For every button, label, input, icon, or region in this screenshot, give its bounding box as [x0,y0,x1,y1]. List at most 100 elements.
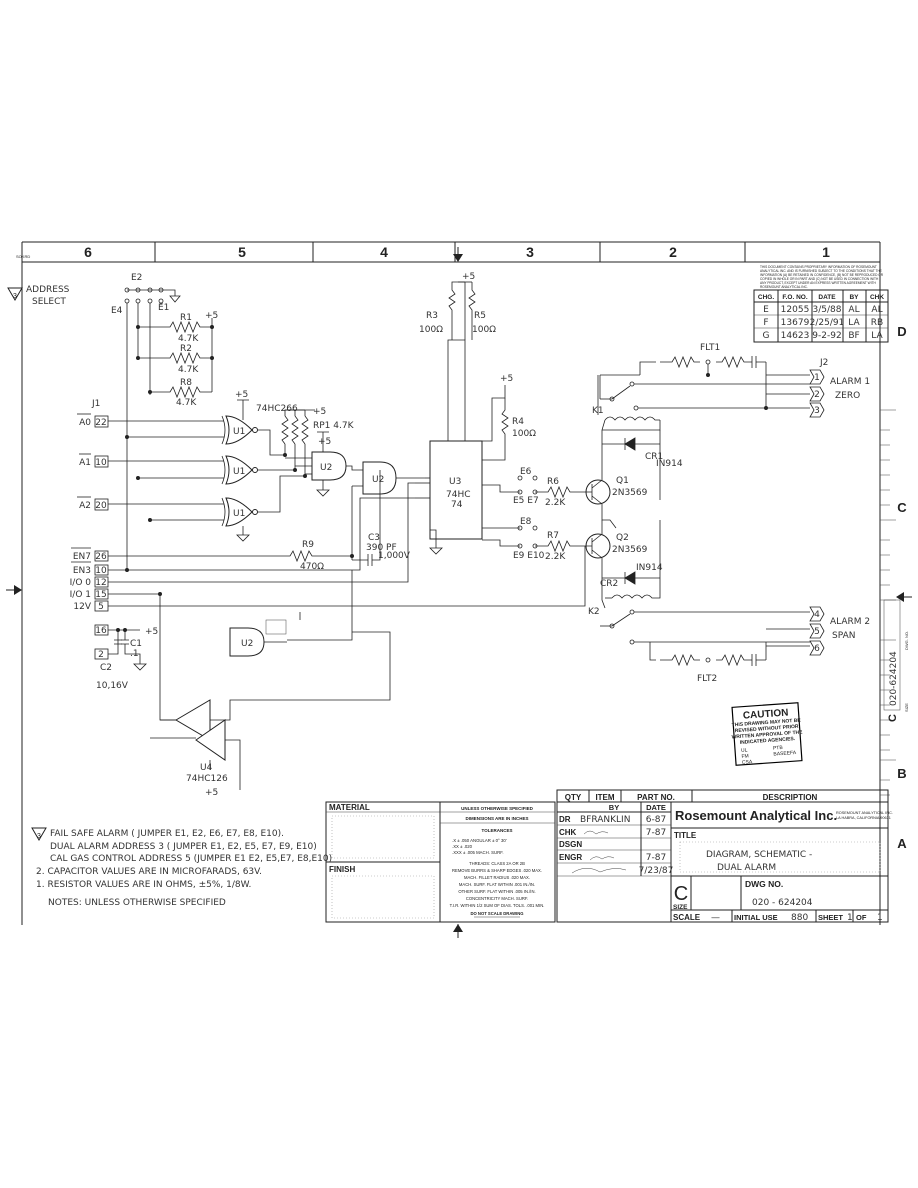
jumper-label: E2 [131,273,142,283]
j1-pin: 12 [95,578,106,588]
j1-label: J1 [91,399,100,409]
tolerance-line: .X ± .050 ANGULAR ± 0° 30' [452,838,507,843]
u3-body [429,440,483,540]
notice-line: INFORMATION (A) BE RETAINED IN CONFIDENC… [760,273,884,277]
scale-label: SCALE [673,913,701,922]
note-item: 1. RESISTOR VALUES ARE IN OHMS, ±5%, 1/8… [36,880,251,890]
j1-signal: A2 [79,501,91,511]
rp1-and-u2: +5 RP1 4.7K +5 U2 U2 [258,407,425,560]
side-dwg-number: 020-624204 C SIZE DWG. NO. [883,599,909,722]
zone-6: 6 [84,244,92,260]
supply-label: +5 [205,788,218,798]
notice-line: COPIED IN WHOLE OR IN PART AND (C) NOT B… [760,277,879,281]
drawing-title: DUAL ALARM [717,863,776,873]
notes-block: 3 FAIL SAFE ALARM ( JUMPER E1, E2, E6, E… [31,827,332,908]
rev-cell: BF [848,331,859,341]
arrow-up-icon [453,924,463,932]
spec-line: MACH. FILLET RADIUS .020 MAX. [464,875,530,880]
resistor-value: 470Ω [300,562,324,572]
capacitor-ref: C2 [100,663,112,673]
alarm1-label: ALARM 1 [830,377,870,387]
signature-icon [589,856,615,861]
j1-pin: 20 [95,501,107,511]
of-label: OF [856,913,867,922]
side-size: C [887,714,899,722]
rev-header: F.O. NO. [782,294,807,301]
rev-cell: 9-2-92 [812,331,841,341]
spec-line: DO NOT SCALE DRAWING [470,911,523,916]
alarm2-label: ALARM 2 [830,617,870,627]
j1-pin: 10 [95,566,107,576]
arrow-right-icon [14,585,22,595]
zone-4: 4 [380,244,388,260]
resistor-value: 2.2K [545,498,566,508]
note-item: CAL GAS CONTROL ADDRESS 5 (JUMPER E1 E2,… [50,854,332,864]
j2-pin: 5 [814,627,820,637]
side-dwg: 020-624204 [889,651,899,706]
resistor-ref: R3 [426,311,438,321]
revision-table: CHG. F.O. NO. DATE BY CHK E 12055 3/5/88… [753,289,889,343]
date-header: DATE [646,803,666,812]
relay-label: K1 [592,406,604,416]
u3-flipflop: U3 74HC 74 +5 R3 100Ω R5 100Ω +5 R4 100Ω [415,272,536,555]
j1-pin: 15 [95,590,106,600]
note-3-delta-icon [31,827,47,841]
proprietary-notice: THIS DOCUMENT CONTAINS PROPRIETARY INFOR… [760,265,884,289]
spec-line: THREADS: CLASS 2A OR 2B [469,861,525,866]
relay-k1: K1 CR1 IN914 [592,374,810,500]
capacitor-voltage: 1,000V [378,551,411,561]
u4-label: U4 [200,763,213,773]
capacitor-ref: C1 [130,639,142,649]
supply-label: +5 [235,390,248,400]
by-header: BY [609,803,619,812]
company-sub: LA HABRA, CALIFORNIA 90631 [836,816,891,820]
resistor-value: 4.7K [178,334,199,344]
resistor-ref: R5 [474,311,486,321]
rev-cell: F [763,318,768,328]
side-size-label: SIZE [904,703,909,712]
transistor-type: 2N3569 [612,488,648,498]
supply-label: +5 [145,627,158,637]
size-value: C [674,883,688,905]
rev-cell: LA [871,331,883,341]
jumper-label: E8 [520,517,532,527]
scale-value: — [711,913,720,923]
rev-cell: LA [848,318,860,328]
resistor-ref: R8 [180,378,192,388]
j2-label: J2 [819,358,828,368]
diode-ref: CR1 [645,452,663,462]
caution-line: WRITTEN APPROVAL OF THE [731,729,803,740]
filter-label: FLT2 [697,674,717,684]
tolerance-line: .XXX ± .005 MACH. SURF. [452,850,504,855]
transistor-type: 2N3569 [612,545,648,555]
j1-signal: I/O 0 [70,578,92,588]
jumper-label: E5 E7 [513,496,539,506]
initial-use-value: 880 [791,913,808,923]
bus-wiring: R9 470Ω C3 390 PF 1,000V [108,470,586,721]
resistor-ref: R7 [547,531,559,541]
material-label: MATERIAL [329,803,370,812]
spec-line: REMOVE BURRS & SHARP EDGES .020 MAX. [452,868,542,873]
svg-text:3: 3 [37,833,41,840]
jumper-label: E4 [111,306,123,316]
agency-ptb: PTB [773,745,784,752]
notice-line: ROSEMOUNT ANALYTICAL INC. [760,285,808,289]
zone-3: 3 [526,244,534,260]
corner-code: SOKRD [16,254,30,259]
address-label: ADDRESS [26,285,70,295]
tolerance-line: .XX ± .020 [452,844,473,849]
side-dwg-label: DWG. NO. [904,631,909,650]
j1-signal: EN7 [73,552,91,562]
rev-cell: RB [871,318,883,328]
size-label: SIZE [673,904,688,911]
supply-label: +5 [500,374,513,384]
part-no-header: PART NO. [637,793,675,802]
rev-header: CHK [870,294,884,301]
agency-baseefa: BASEEFA [773,750,797,758]
resistor-value: 100Ω [419,325,443,335]
jumper-label: E6 [520,467,532,477]
signoff-date: 6-87 [646,815,666,825]
role-label: DSGN [559,840,582,849]
j1-signal: 12V [73,602,91,612]
spec-line: MACH. SURF. FLAT WITHIN .001 IN./IN. [459,882,535,887]
